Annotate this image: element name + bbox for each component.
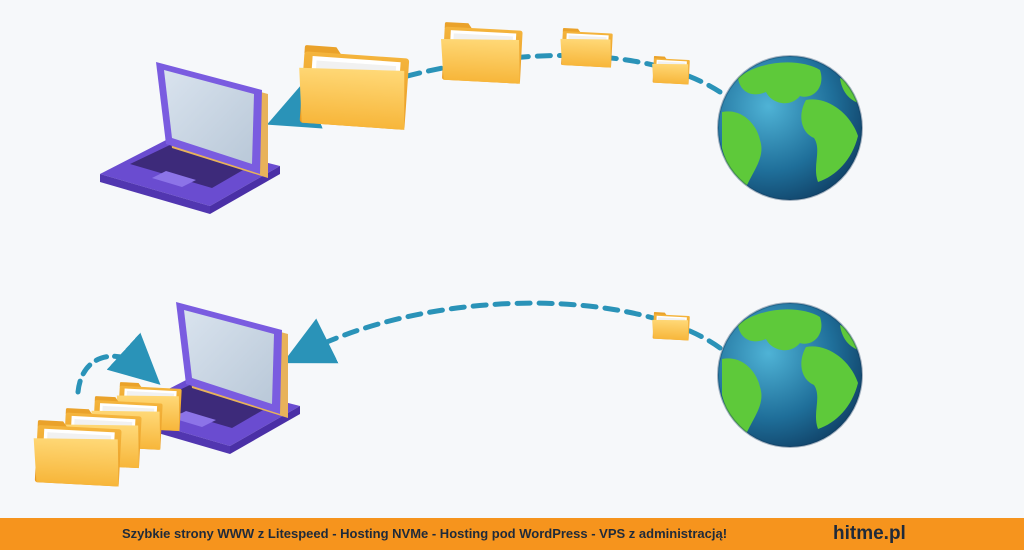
globe-icon: [717, 302, 863, 448]
folder-icon: [651, 55, 690, 85]
folder-icon: [438, 21, 523, 84]
laptop-icon: [100, 62, 280, 214]
brand-logo-text[interactable]: hitme.pl: [833, 523, 906, 544]
bottom-row: [31, 300, 863, 487]
folder-icon: [651, 311, 690, 341]
local-cycle-arrow: [75, 332, 161, 395]
footer-banner: Szybkie strony WWW z Litespeed - Hosting…: [0, 518, 1024, 550]
folder-icon: [295, 44, 410, 130]
globe-icon: [717, 55, 863, 201]
diagram-canvas: [31, 21, 863, 487]
folder-icon: [559, 27, 613, 68]
folder-icon: [31, 419, 122, 487]
top-row: [100, 21, 863, 214]
banner-text: Szybkie strony WWW z Litespeed - Hosting…: [122, 526, 728, 541]
